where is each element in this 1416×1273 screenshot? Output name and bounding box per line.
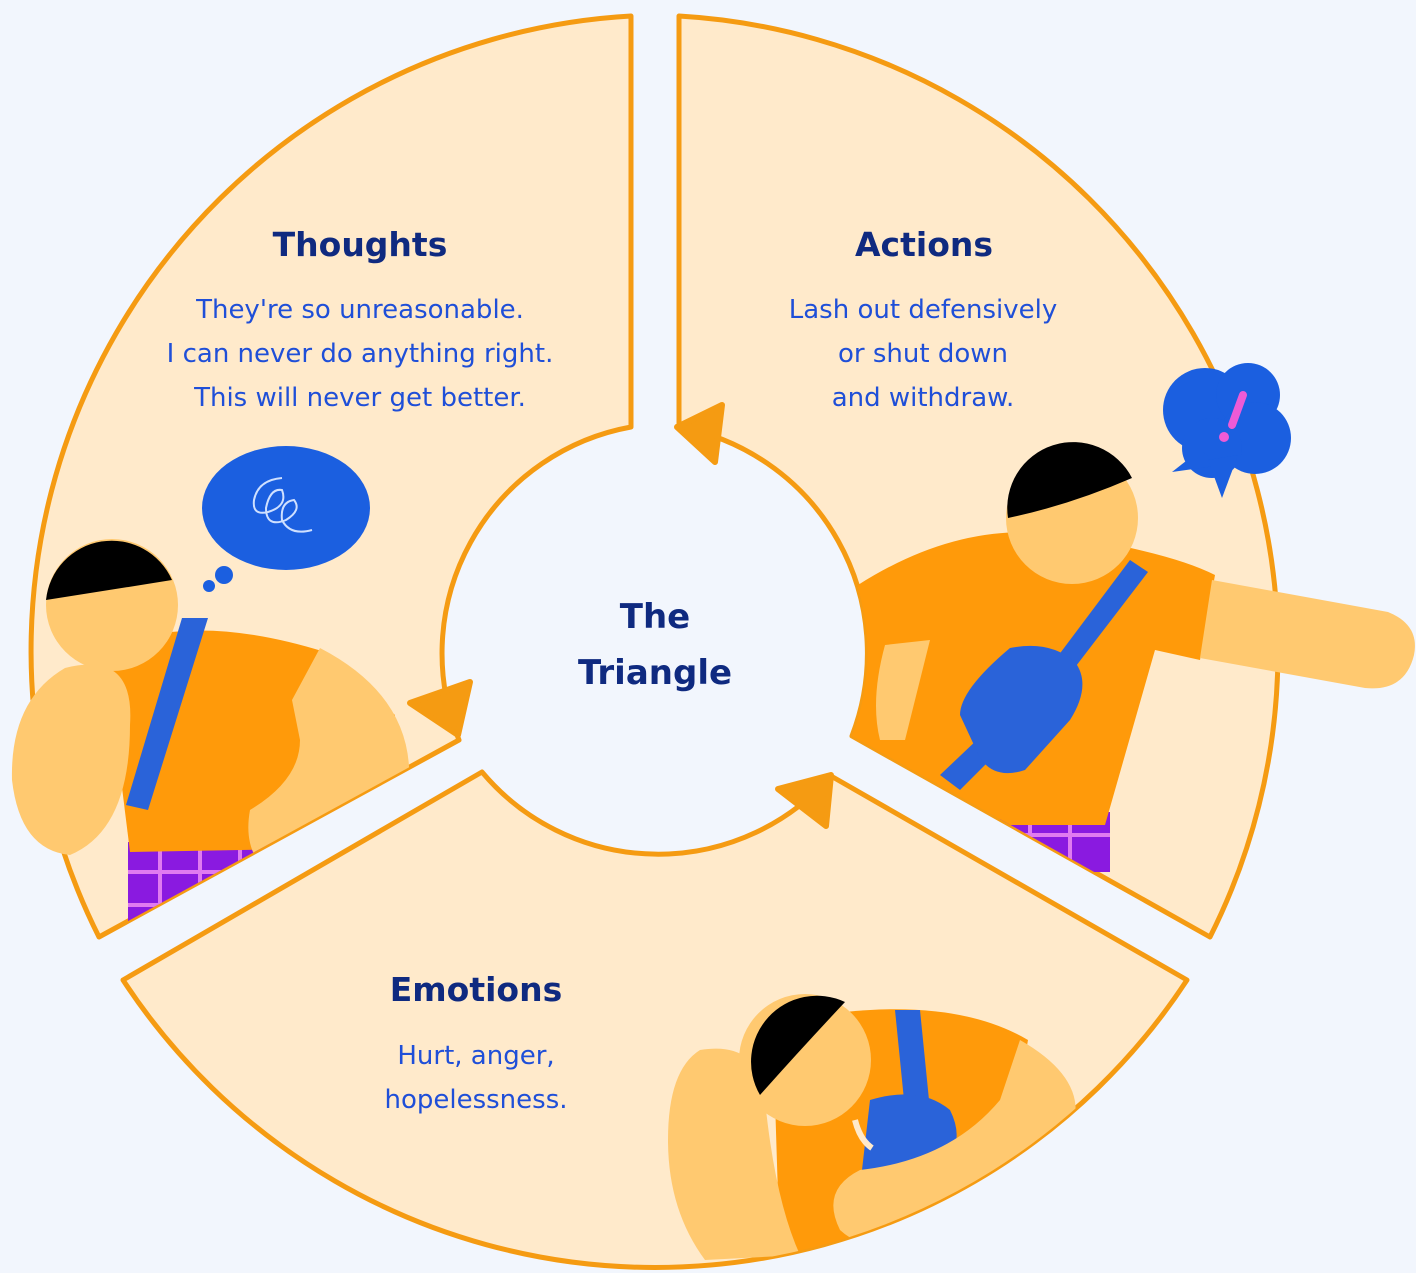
emotions-segment — [120, 769, 1190, 1270]
arrowhead-icon — [674, 402, 725, 465]
thoughts-text-line: This will never get better. — [193, 383, 526, 413]
arrowhead-icon — [407, 679, 473, 738]
center-title-line: Triangle — [578, 653, 732, 693]
actions-text-line: Lash out defensively — [789, 295, 1057, 325]
actions-title: Actions — [855, 225, 993, 264]
actions-text-line: or shut down — [838, 339, 1008, 369]
thoughts-text-line: I can never do anything right. — [167, 339, 554, 369]
exclamation-bubble-icon — [1163, 363, 1291, 498]
emotions-text-line: Hurt, anger, — [397, 1041, 554, 1071]
thought-bubble-icon — [202, 446, 370, 592]
thoughts-text-line: They're so unreasonable. — [195, 295, 524, 325]
pointing-person-illustration — [830, 442, 1415, 872]
center-title-line: The — [620, 597, 690, 637]
actions-text-line: and withdraw. — [832, 383, 1015, 413]
emotions-title: Emotions — [390, 970, 563, 1009]
thoughts-title: Thoughts — [273, 225, 448, 264]
arrowhead-icon — [775, 772, 834, 829]
emotions-text-line: hopelessness. — [384, 1085, 567, 1115]
